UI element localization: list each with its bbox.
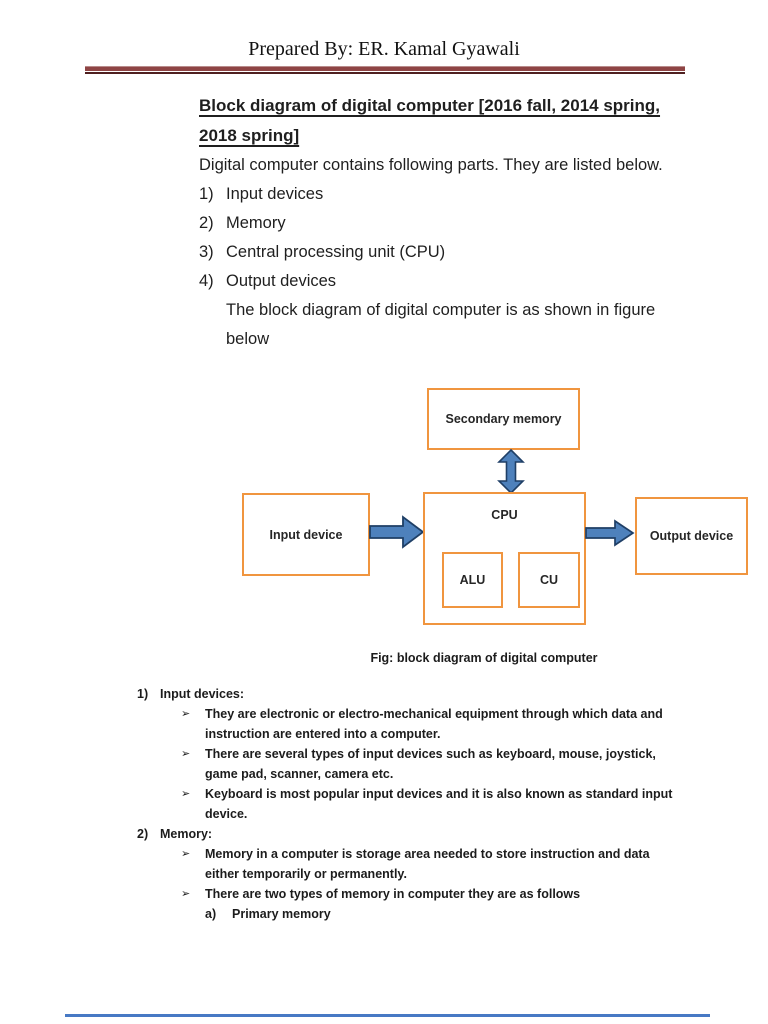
list-text: Output devices (226, 272, 337, 290)
section-title: Input devices: (160, 687, 245, 701)
list-item: 3) Central processing unit (CPU) (199, 238, 679, 267)
section-title: Memory: (160, 827, 213, 841)
intro-paragraph: Digital computer contains following part… (199, 156, 663, 174)
bullet-item: ➢ There are two types of memory in compu… (181, 884, 682, 904)
page-bottom-divider (65, 1014, 710, 1017)
bullet-text: They are electronic or electro-mechanica… (205, 707, 663, 741)
right-arrow-icon (585, 519, 635, 547)
figure-caption: Fig: block diagram of digital computer (370, 651, 598, 665)
right-arrow-icon (369, 515, 425, 549)
diagram-box-secondary-memory: Secondary memory (427, 388, 580, 450)
bullet-text: Keyboard is most popular input devices a… (205, 787, 673, 821)
diagram-box-cu: CU (518, 552, 580, 608)
list-item: 4) Output devices (199, 267, 679, 296)
header-divider (85, 66, 685, 74)
bullet-item: ➢ There are several types of input devic… (181, 744, 682, 784)
page-title: Prepared By: ER. Kamal Gyawali (248, 38, 520, 60)
bullet-item: ➢ Keyboard is most popular input devices… (181, 784, 682, 824)
bullet-text: There are two types of memory in compute… (205, 887, 581, 901)
arrow-bullet-icon: ➢ (181, 787, 191, 800)
detail-sections: 1) Input devices: ➢ They are electronic … (137, 684, 682, 924)
double-arrow-icon (497, 449, 525, 494)
list-text: Input devices (226, 185, 324, 203)
arrow-bullet-icon: ➢ (181, 747, 191, 760)
list-number: 4) (199, 272, 214, 290)
box-label: Output device (649, 529, 734, 543)
bullet-item: ➢ They are electronic or electro-mechani… (181, 704, 682, 744)
figure-intro-text: The block diagram of digital computer is… (226, 301, 656, 348)
list-number: 3) (199, 243, 214, 261)
list-number: 2) (199, 214, 214, 232)
box-label: ALU (459, 573, 486, 587)
box-label: Input device (269, 527, 343, 542)
header-divider-thick-line (85, 66, 685, 71)
list-number: 1) (199, 185, 214, 203)
box-label: Secondary memory (445, 412, 562, 426)
sub-list-item: a) Primary memory (205, 904, 682, 924)
section-number: 1) (137, 687, 149, 701)
box-label: CPU (491, 508, 518, 522)
section-number: 2) (137, 827, 149, 841)
sub-list-number: a) (205, 907, 217, 921)
section-header: 2) Memory: (137, 824, 682, 844)
list-text: Central processing unit (CPU) (226, 243, 446, 261)
bullet-text: There are several types of input devices… (205, 747, 656, 781)
list-text: Memory (226, 214, 286, 232)
bullet-item: ➢ Memory in a computer is storage area n… (181, 844, 682, 884)
section-header: 1) Input devices: (137, 684, 682, 704)
header-divider-thin-line (85, 72, 685, 74)
arrow-bullet-icon: ➢ (181, 707, 191, 720)
block-diagram-figure: Secondary memory Input device CPU ALU CU… (0, 383, 768, 645)
arrow-bullet-icon: ➢ (181, 887, 191, 900)
parts-list: 1) Input devices 2) Memory 3) Central pr… (199, 180, 679, 296)
document-body: Block diagram of digital computer [2016 … (199, 91, 679, 354)
section-heading: Block diagram of digital computer [2016 … (199, 96, 661, 145)
diagram-box-alu: ALU (442, 552, 503, 608)
list-item: 2) Memory (199, 209, 679, 238)
diagram-box-output-device: Output device (635, 497, 748, 575)
bullet-text: Memory in a computer is storage area nee… (205, 847, 650, 881)
arrow-bullet-icon: ➢ (181, 847, 191, 860)
diagram-box-input-device: Input device (242, 493, 370, 576)
box-label: CU (539, 573, 559, 587)
list-item: 1) Input devices (199, 180, 679, 209)
sub-list-text: Primary memory (232, 907, 331, 921)
